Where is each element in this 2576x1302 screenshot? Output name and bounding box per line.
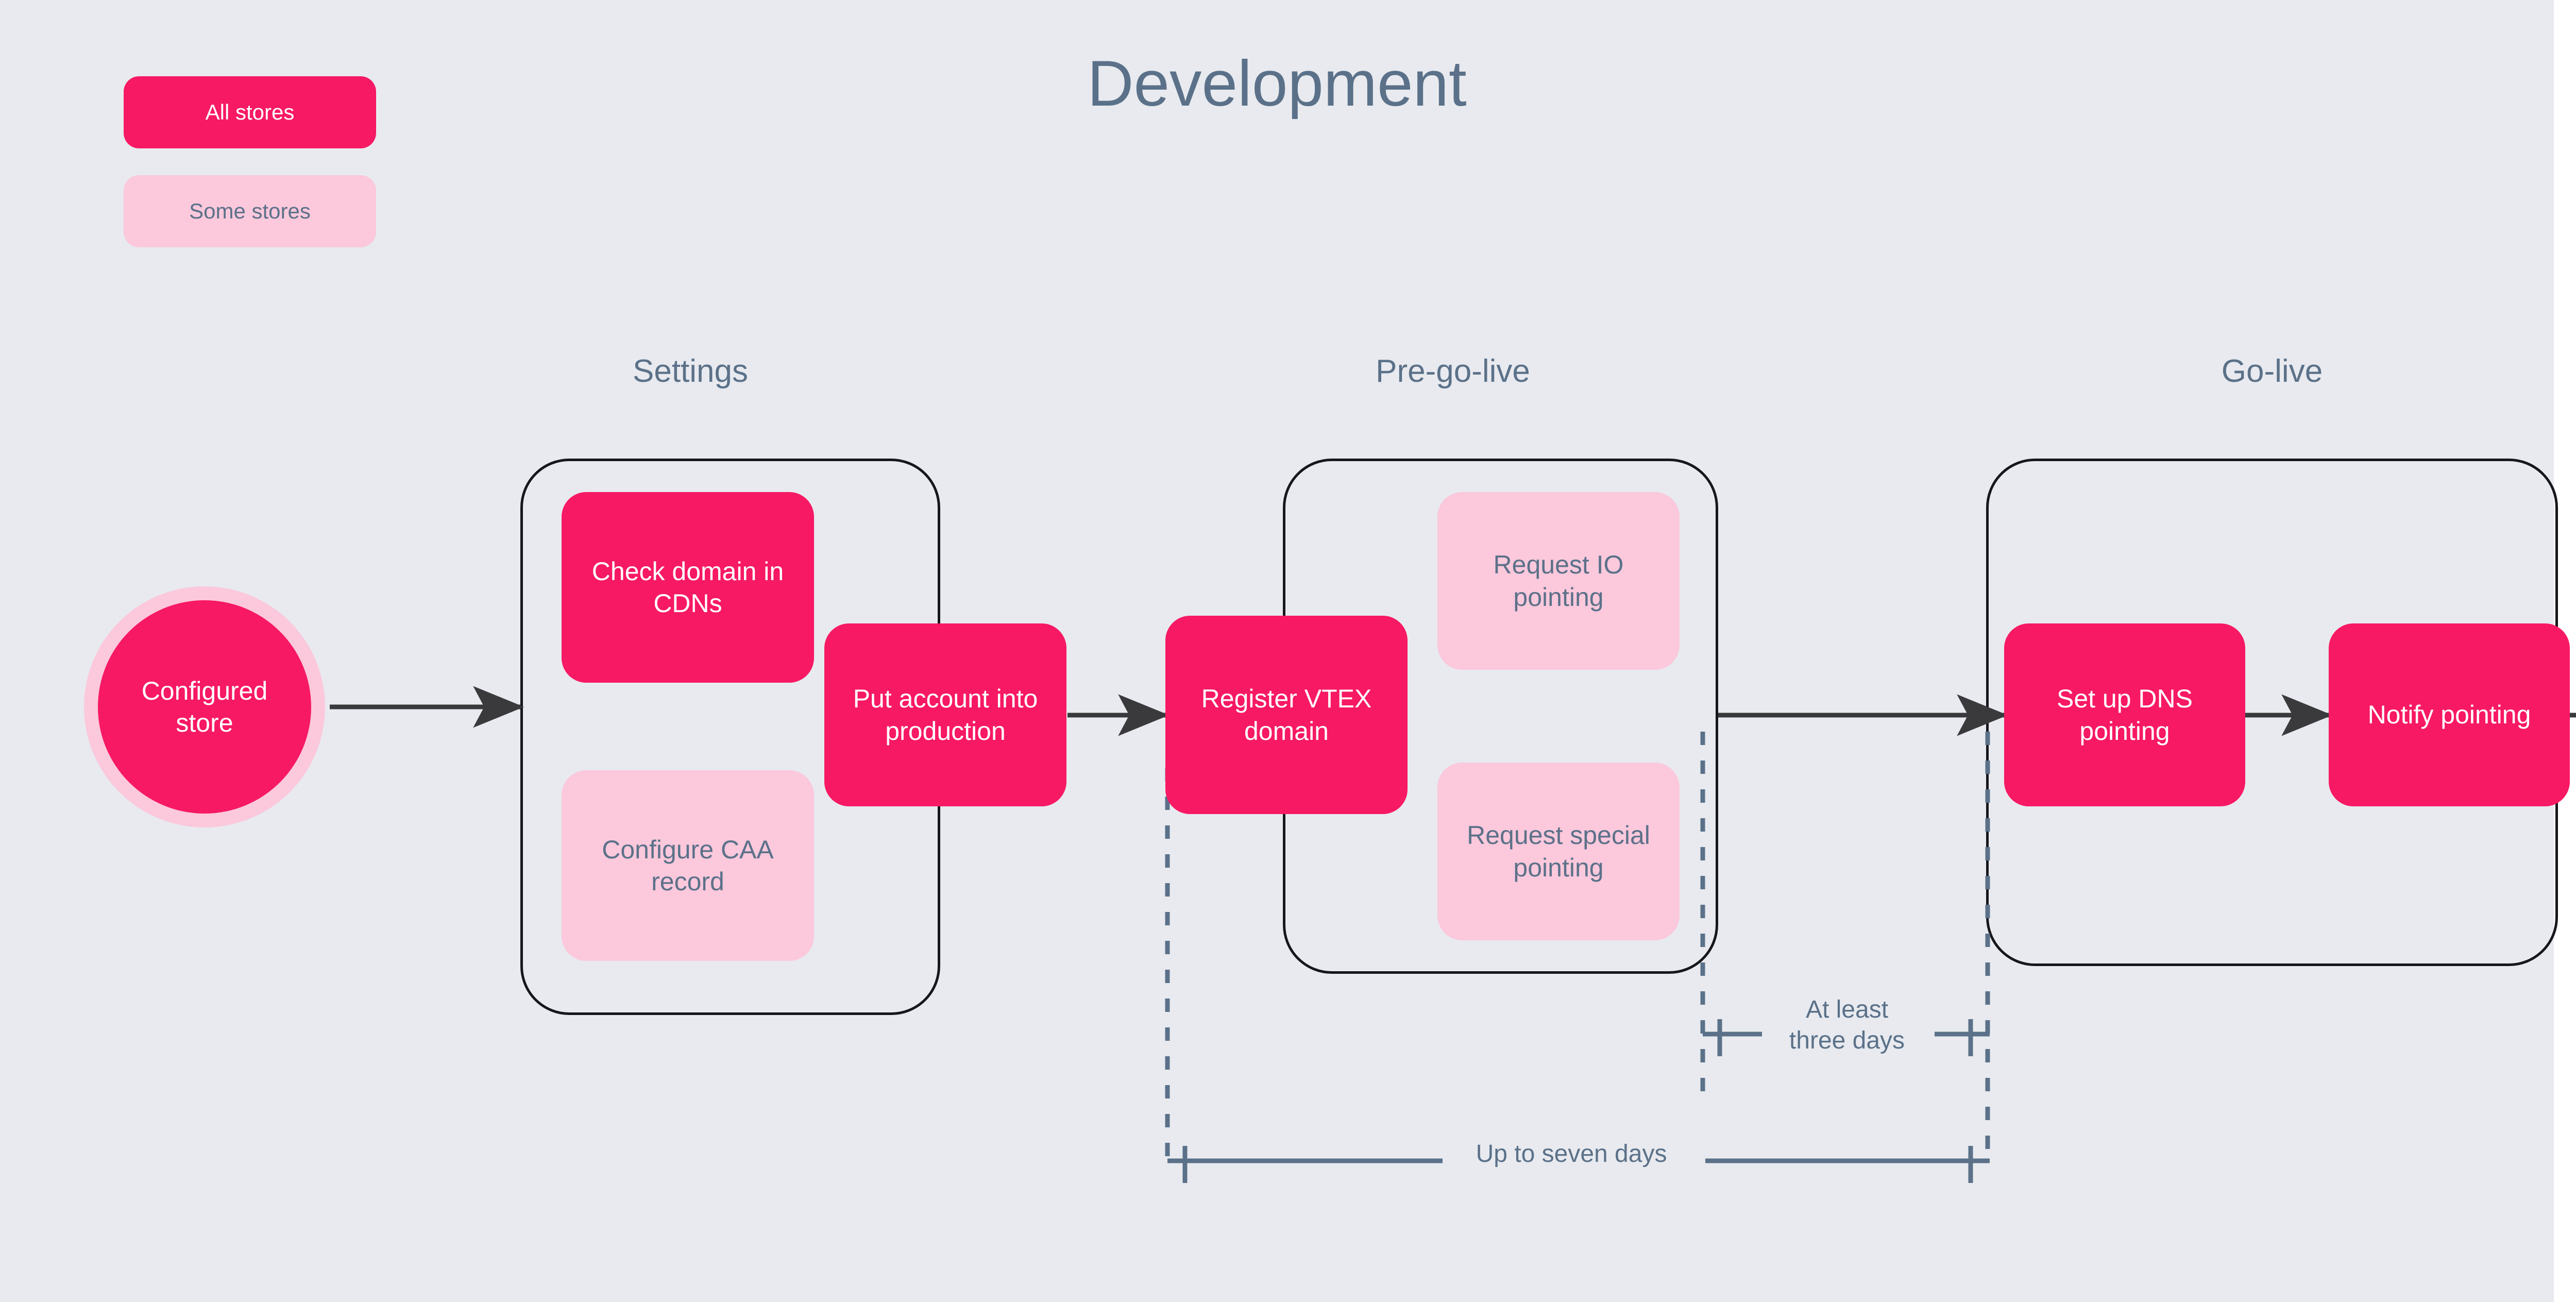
legend-some-stores[interactable]: Some stores [124,175,376,247]
task-put-account-into-production[interactable]: Put account into production [824,623,1066,806]
task-configure-caa-record[interactable]: Configure CAA record [562,770,814,961]
task-notify-pointing[interactable]: Notify pointing [2329,623,2570,806]
task-set-up-dns-pointing[interactable]: Set up DNS pointing [2004,623,2245,806]
legend-all-stores[interactable]: All stores [124,76,376,148]
stage-label-post-go-live: Post-go-live [2571,356,2576,387]
terminal-configured-store[interactable]: Configured store [98,600,311,814]
stage-label-pre-go-live: Pre-go-live [1376,353,1530,389]
measure-label-at-least-three-days: At least three days [1789,996,1905,1054]
task-check-domain-in-cdns[interactable]: Check domain in CDNs [562,492,814,683]
stage-label-settings: Settings [632,353,749,389]
stage-label-go-live: Go-live [2221,353,2323,389]
production-phase-title: Production [2554,52,2576,116]
task-request-special-pointing[interactable]: Request special pointing [1437,763,1680,940]
measure-label-up-to-seven-days: Up to seven days [1476,1140,1667,1168]
development-phase-title: Development [1087,48,1467,120]
task-register-vtex-domain[interactable]: Register VTEX domain [1165,616,1408,814]
task-request-io-pointing[interactable]: Request IO pointing [1437,492,1680,670]
